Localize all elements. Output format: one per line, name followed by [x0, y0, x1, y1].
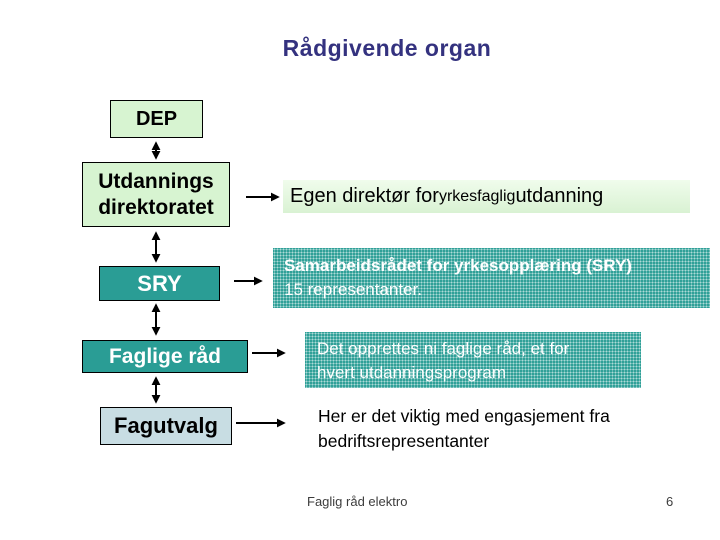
note-egen-direktor: Egen direktør for yrkesfaglig utdanning	[283, 180, 690, 213]
note-fagutvalg: Her er det viktig med engasjement fra be…	[318, 404, 610, 454]
page-number: 6	[666, 494, 674, 509]
node-sry: SRY	[99, 266, 220, 301]
note-faglige-rad-line2: hvert utdanningsprogram	[317, 363, 507, 382]
node-fagutvalg-label: Fagutvalg	[114, 413, 218, 438]
node-faglige-rad: Faglige råd	[82, 340, 248, 373]
note-egen-direktor-part1: Egen direktør for	[290, 185, 439, 207]
note-sry-line1: Samarbeidsrådet for yrkesopplæring (SRY)	[284, 256, 632, 275]
node-utdanningsdirektoratet-line1: Utdannings	[98, 169, 214, 193]
node-utdanningsdirektoratet: Utdannings direktoratet	[82, 162, 230, 227]
note-fagutvalg-line1: Her er det viktig med engasjement fra	[318, 406, 610, 426]
node-dep-label: DEP	[135, 107, 178, 130]
note-sry: Samarbeidsrådet for yrkesopplæring (SRY)…	[273, 248, 710, 308]
slide-title: Rådgivende organ	[282, 35, 492, 61]
note-fagutvalg-line2: bedriftsrepresentanter	[318, 431, 490, 451]
footer-label: Faglig råd elektro	[307, 494, 408, 509]
node-dep: DEP	[110, 100, 203, 138]
node-fagutvalg: Fagutvalg	[100, 407, 232, 445]
note-faglige-rad: Det opprettes ni faglige råd, et for hve…	[305, 332, 641, 388]
note-egen-direktor-part2: yrkesfaglig	[438, 187, 516, 205]
note-faglige-rad-line1: Det opprettes ni faglige råd, et for	[317, 339, 570, 358]
node-faglige-rad-label: Faglige råd	[108, 344, 222, 368]
node-sry-label: SRY	[137, 270, 182, 296]
node-utdanningsdirektoratet-line2: direktoratet	[98, 195, 214, 219]
note-sry-line2: 15 representanter.	[284, 280, 422, 299]
note-egen-direktor-part3: utdanning	[515, 185, 604, 207]
